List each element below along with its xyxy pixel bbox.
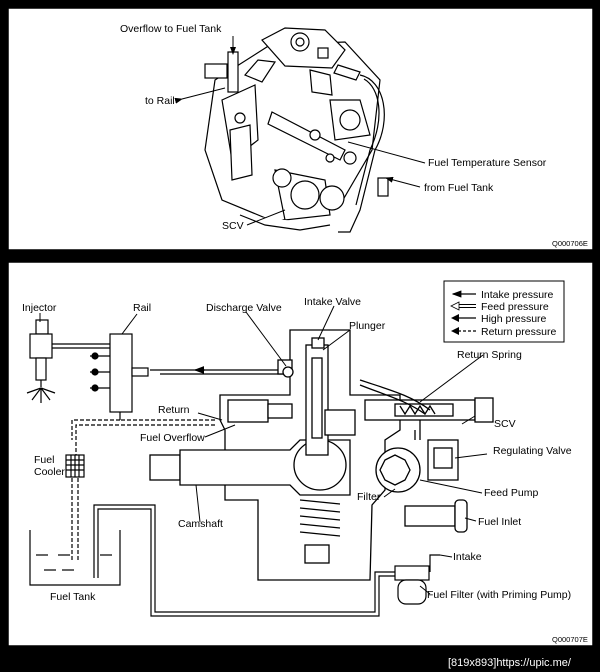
- high-pressure-line: [150, 366, 290, 375]
- label-feed-pump: Feed Pump: [484, 487, 538, 499]
- footer-watermark: [819x893]https://upic.me/: [448, 657, 572, 669]
- rail-illustration: [90, 333, 149, 420]
- label-overflow-to-tank: Overflow to Fuel Tank: [120, 23, 222, 35]
- legend-item-high: High pressure: [451, 313, 547, 325]
- label-regulating-valve: Regulating Valve: [493, 445, 572, 457]
- legend-label-intake: Intake pressure: [481, 289, 554, 301]
- label-rail: Rail: [133, 302, 151, 314]
- pump-illustration: [204, 27, 389, 233]
- legend-label-high: High pressure: [481, 313, 547, 325]
- legend: Intake pressure Feed pressure High press…: [443, 280, 565, 343]
- legend-item-intake: Intake pressure: [451, 289, 554, 301]
- label-fuel-tank: Fuel Tank: [50, 591, 96, 603]
- label-discharge-valve: Discharge Valve: [206, 302, 282, 314]
- label-fuel-cooler-line1: Fuel: [34, 454, 54, 466]
- intake-line: [93, 504, 440, 617]
- legend-label-return: Return pressure: [481, 326, 556, 338]
- figure-code-bottom: Q000707E: [552, 635, 588, 644]
- bottom-leader-lines: [39, 305, 488, 595]
- fuel-cooler: [65, 454, 85, 478]
- label-fuel-cooler-line2: Cooler: [34, 466, 65, 478]
- bottom-panel: Intake pressure Feed pressure High press…: [7, 261, 594, 647]
- injector-illustration: [26, 319, 110, 403]
- legend-label-feed: Feed pressure: [481, 301, 549, 313]
- legend-item-feed: Feed pressure: [450, 301, 549, 313]
- fuel-filter-illustration: [394, 565, 430, 605]
- label-fuel-inlet: Fuel Inlet: [478, 516, 521, 528]
- label-plunger: Plunger: [349, 320, 386, 332]
- figure-code-top: Q000706E: [552, 239, 588, 248]
- top-panel: Overflow to Fuel Tank to Rail Fuel Tempe…: [7, 7, 594, 251]
- label-injector: Injector: [22, 302, 57, 314]
- label-from-fuel-tank: from Fuel Tank: [424, 182, 494, 194]
- label-fuel-temperature-sensor: Fuel Temperature Sensor: [428, 157, 547, 169]
- label-fuel-filter: Fuel Filter (with Priming Pump): [427, 589, 571, 601]
- label-return-spring: Return Spring: [457, 349, 522, 361]
- label-fuel-overflow: Fuel Overflow: [140, 432, 205, 444]
- label-intake: Intake: [453, 551, 482, 563]
- pump-body: [149, 329, 494, 581]
- label-scv-bottom: SCV: [494, 418, 516, 430]
- top-leader-lines: [174, 36, 426, 226]
- return-lines: [71, 419, 215, 560]
- legend-item-return: Return pressure: [451, 326, 556, 338]
- label-return: Return: [158, 404, 190, 416]
- fuel-tank: [29, 530, 121, 586]
- label-intake-valve: Intake Valve: [304, 296, 361, 308]
- label-camshaft: Camshaft: [178, 518, 223, 530]
- label-to-rail: to Rail: [145, 95, 175, 107]
- label-scv-top: SCV: [222, 220, 244, 232]
- label-filter: Filter: [357, 491, 381, 503]
